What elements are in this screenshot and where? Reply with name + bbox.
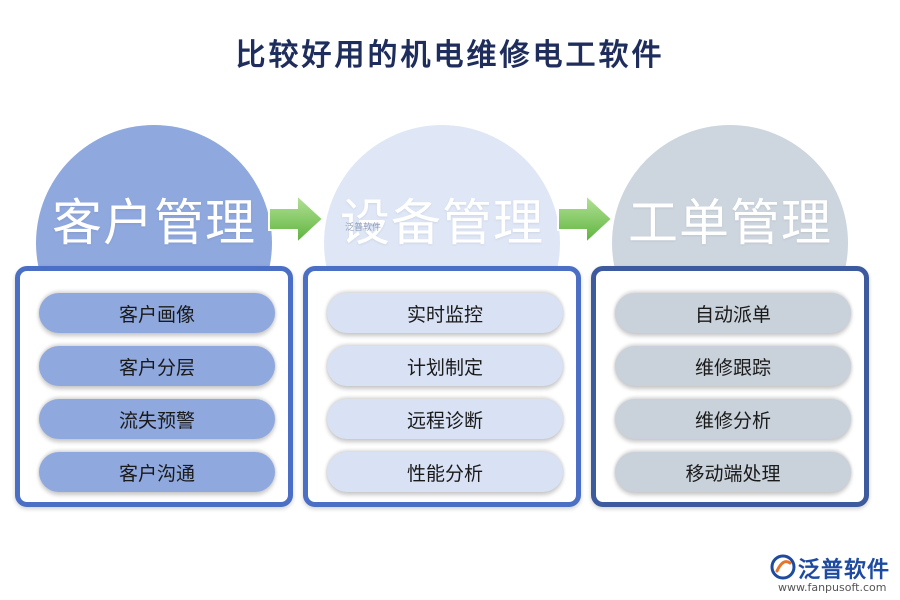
- right-arrow-icon: [557, 193, 614, 245]
- item-panel: 自动派单 维修跟踪 维修分析 移动端处理: [591, 266, 869, 507]
- logo-url: www.fanpusoft.com: [778, 581, 887, 594]
- column-heading: 客户管理: [52, 194, 256, 252]
- list-item: 实时监控: [327, 293, 563, 333]
- list-item: 自动派单: [615, 293, 851, 333]
- logo-name: 泛普软件: [798, 558, 891, 583]
- list-item: 客户画像: [39, 293, 275, 333]
- right-arrow-icon: [268, 193, 325, 245]
- list-item: 计划制定: [327, 346, 563, 386]
- list-item: 流失预警: [39, 399, 275, 439]
- column-heading: 设备管理: [340, 194, 544, 252]
- list-item: 维修分析: [615, 399, 851, 439]
- column-work-order-management: 工单管理 自动派单 维修跟踪 维修分析 移动端处理: [591, 125, 869, 510]
- item-panel: 客户画像 客户分层 流失预警 客户沟通: [15, 266, 293, 507]
- list-item: 远程诊断: [327, 399, 563, 439]
- list-item: 客户分层: [39, 346, 275, 386]
- item-panel: 实时监控 计划制定 远程诊断 性能分析: [303, 266, 581, 507]
- fanpu-logo-icon: [770, 554, 796, 580]
- list-item: 客户沟通: [39, 452, 275, 492]
- list-item: 性能分析: [327, 452, 563, 492]
- brand-logo: 泛普软件 www.fanpusoft.com: [770, 552, 895, 596]
- column-heading: 工单管理: [628, 194, 832, 252]
- list-item: 维修跟踪: [615, 346, 851, 386]
- list-item: 移动端处理: [615, 452, 851, 492]
- watermark-stamp: 泛普软件: [345, 223, 382, 233]
- column-customer-management: 客户管理 客户画像 客户分层 流失预警 客户沟通: [15, 125, 293, 510]
- column-equipment-management: 设备管理 实时监控 计划制定 远程诊断 性能分析: [303, 125, 581, 510]
- page-title: 比较好用的机电维修电工软件: [235, 38, 665, 73]
